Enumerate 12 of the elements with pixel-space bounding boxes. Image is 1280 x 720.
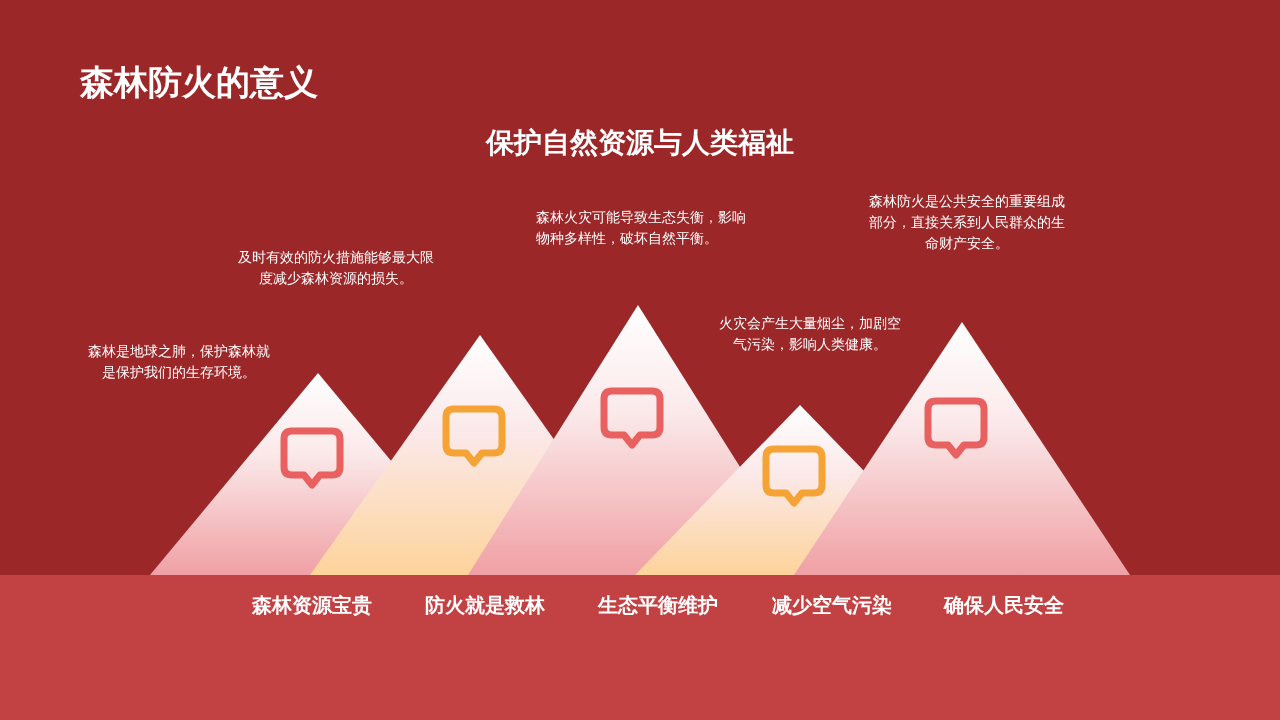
description-text: 及时有效的防火措施能够最大限度减少森林资源的损失。 (237, 248, 435, 288)
point-heading: 生态平衡维护 (596, 593, 719, 618)
point-heading: 森林资源宝贵 (251, 593, 373, 618)
subtitle: 保护自然资源与人类福祉 (486, 126, 794, 160)
description-text: 森林防火是公共安全的重要组成部分，直接关系到人民群众的生命财产安全。 (868, 192, 1066, 253)
description-text: 森林是地球之肺，保护森林就是保护我们的生存环境。 (87, 342, 271, 382)
point-heading: 减少空气污染 (771, 593, 893, 618)
description-text: 森林火灾可能导致生态失衡，影响物种多样性，破坏自然平衡。 (536, 208, 747, 248)
slide-title: 森林防火的意义 (80, 62, 318, 103)
description-text: 火灾会产生大量烟尘，加剧空气污染，影响人类健康。 (718, 314, 902, 354)
point-heading: 确保人民安全 (942, 593, 1065, 618)
point-heading: 防火就是救林 (424, 593, 546, 618)
